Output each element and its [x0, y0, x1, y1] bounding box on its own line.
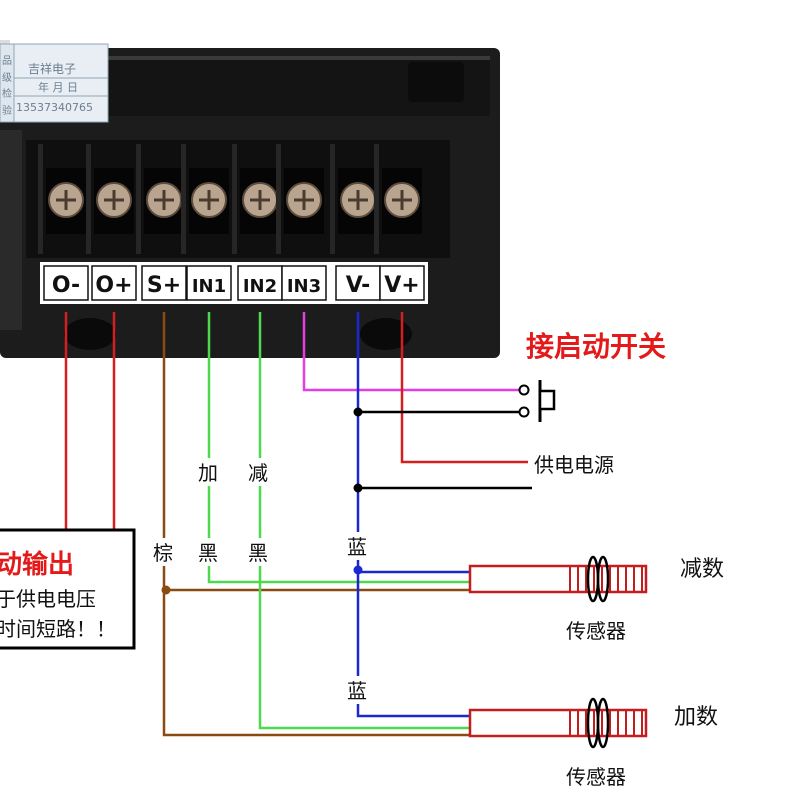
- terminal-divider: [38, 144, 43, 254]
- terminal-label-box: [141, 265, 187, 301]
- sensor-1-name-label: 传感器: [566, 619, 626, 643]
- switch-contact-bottom: [518, 406, 530, 418]
- terminal-label: S+: [147, 273, 181, 298]
- junction-dot: [353, 483, 363, 493]
- junction-dot: [353, 565, 363, 575]
- black-label-2: 黑: [248, 541, 268, 565]
- wire-in1-green: [207, 312, 470, 584]
- wires: [64, 312, 532, 737]
- sticker-date: 年 月 日: [38, 80, 78, 94]
- power-supply-label: 供电电源: [534, 453, 614, 477]
- switch-button: [538, 389, 556, 411]
- junction-dot: [161, 585, 171, 595]
- subtract-label: 减: [248, 461, 268, 485]
- sticker-side-char: 验: [2, 104, 12, 117]
- sticker-brand: 吉祥电子: [28, 62, 76, 76]
- wire-in3-magenta: [302, 312, 522, 392]
- terminal-labels: O- O+ S+ IN1 IN2 IN3 V- V+: [43, 265, 425, 301]
- annotations: 接启动开关 供电电源 加 减 棕 黑 黑 蓝 蓝 减数 传感器 加数 传感器: [151, 330, 724, 789]
- blue-label-2: 蓝: [347, 679, 367, 703]
- terminal-divider: [86, 144, 91, 254]
- terminal-label: IN2: [243, 276, 277, 297]
- brown-label: 棕: [153, 541, 173, 565]
- terminal-label: V-: [346, 273, 371, 298]
- sensor-1-function-label: 减数: [680, 557, 724, 582]
- start-switch: [518, 380, 556, 422]
- terminal-divider: [181, 144, 186, 254]
- terminal-divider: [232, 144, 237, 254]
- warning-box-frame: [0, 528, 136, 650]
- terminal-label-box: [281, 265, 327, 301]
- sensor-1-body: [468, 564, 648, 594]
- sensor-2-body: [468, 708, 648, 738]
- sensor-2: [468, 697, 648, 749]
- terminal-label: IN1: [192, 276, 226, 297]
- warning-line-2: 时间短路！！: [0, 617, 116, 641]
- terminal-divider: [276, 144, 281, 254]
- terminal-label: O-: [52, 273, 80, 298]
- sticker-side-char: 品: [2, 55, 12, 67]
- terminal-label-box: [237, 265, 283, 301]
- terminal-label-box: [91, 265, 137, 301]
- sensor-1-thread: [569, 566, 643, 592]
- mounting-foot-left: [64, 318, 116, 350]
- switch-contact-top: [518, 384, 530, 396]
- terminal-label: IN3: [287, 276, 321, 297]
- terminal-divider: [330, 144, 335, 254]
- sticker-background: [0, 43, 109, 123]
- terminal-label: V+: [384, 273, 419, 298]
- wire-v-plus-red: [400, 312, 528, 464]
- sensor-2-name-label: 传感器: [566, 765, 626, 789]
- warning-box: 动输出 于供电电压 时间短路！！: [0, 528, 136, 650]
- sticker-side-char: 级: [2, 72, 12, 84]
- sensor-2-nut: [596, 697, 610, 749]
- sensor-2-function-label: 加数: [674, 705, 718, 730]
- wire-v-minus-blue: [356, 312, 470, 718]
- sensor-1-nut: [596, 555, 610, 603]
- start-switch-label: 接启动开关: [526, 330, 666, 363]
- add-label: 加: [198, 461, 218, 485]
- sticker-side-char: 检: [2, 87, 12, 100]
- sticker: 品 级 检 验 吉祥电子 年 月 日 13537340765: [0, 43, 109, 123]
- module-top-ridge-highlight: [90, 56, 490, 60]
- terminal-screws: [38, 144, 422, 254]
- wire-s-plus-brown: [162, 312, 470, 737]
- black-label-1: 黑: [198, 541, 218, 565]
- sensor-1: [468, 555, 648, 603]
- terminal-divider: [374, 144, 379, 254]
- warning-title: 动输出: [0, 549, 74, 580]
- junctions: [161, 407, 363, 595]
- mounting-foot-right: [360, 318, 412, 350]
- module-left-edge: [0, 130, 22, 330]
- mounting-notch: [408, 62, 464, 102]
- warning-line-1: 于供电电压: [0, 587, 96, 611]
- sensor-2-thread: [569, 710, 643, 736]
- blue-label-1: 蓝: [347, 535, 367, 559]
- terminal-label: O+: [95, 273, 132, 298]
- terminal-label-box: [379, 265, 425, 301]
- junction-dot: [353, 407, 363, 417]
- wire-in2-green: [258, 312, 470, 730]
- sticker-phone: 13537340765: [16, 101, 93, 114]
- terminal-label-box: [43, 265, 89, 301]
- sticker-side-column: [0, 43, 15, 123]
- terminal-label-box: [186, 265, 232, 301]
- terminal-divider: [136, 144, 141, 254]
- terminal-label-box: [335, 265, 381, 301]
- controller-module: 品 级 检 验 吉祥电子 年 月 日 13537340765 O- O+ S+ IN1…: [0, 40, 500, 358]
